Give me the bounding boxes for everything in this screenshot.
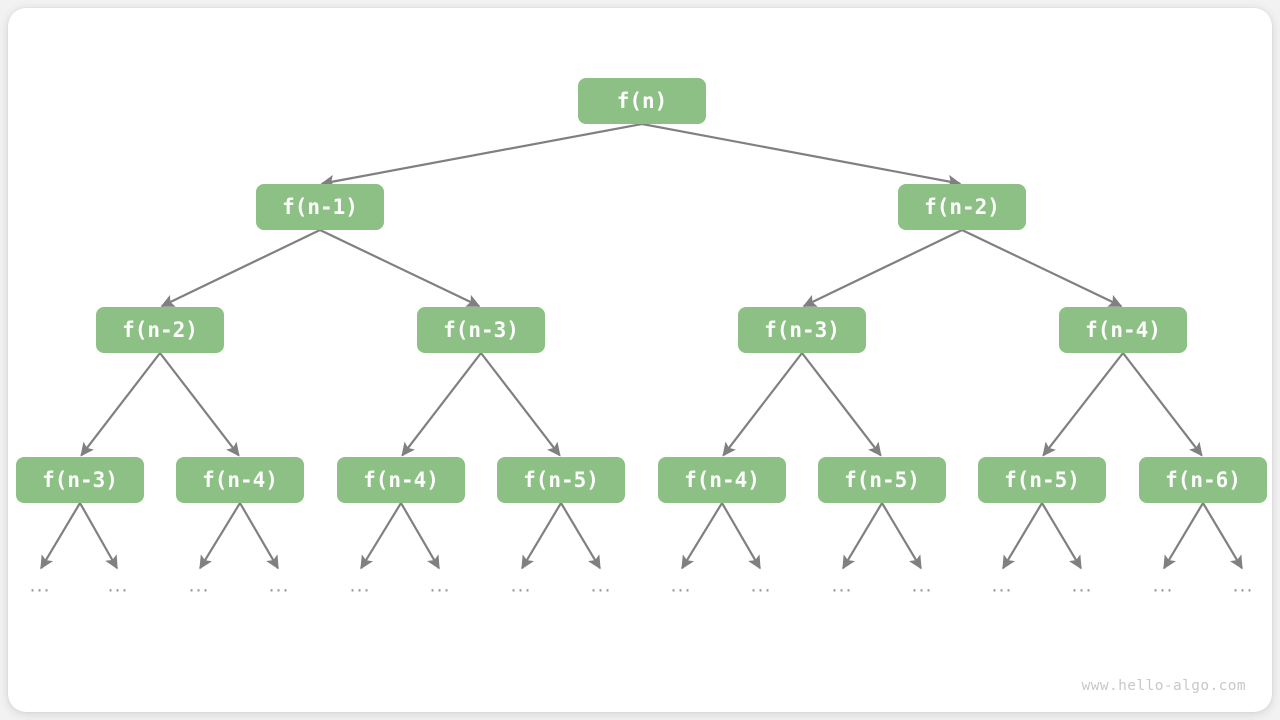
tree-node-box xyxy=(1139,457,1267,503)
tree-node-ellipsis: ... xyxy=(670,575,691,597)
tree-node-box xyxy=(337,457,465,503)
tree-node-ellipsis: ... xyxy=(188,575,209,597)
tree-edge xyxy=(560,502,601,570)
tree-edge xyxy=(801,352,882,457)
tree-node-box xyxy=(96,307,224,353)
tree-edge xyxy=(401,352,482,457)
tree-edge xyxy=(199,502,241,570)
tree-node[interactable]: f(n-4) xyxy=(1059,307,1187,353)
tree-edge xyxy=(641,122,962,188)
tree-edge xyxy=(1202,502,1243,570)
tree-node-label: f(n-6) xyxy=(1165,468,1241,492)
tree-edge xyxy=(1002,502,1043,570)
tree-node-ellipsis: ... xyxy=(268,575,289,597)
tree-edges xyxy=(40,122,1243,570)
tree-edge xyxy=(160,229,321,308)
tree-node[interactable]: f(n-3) xyxy=(417,307,545,353)
tree-node-box xyxy=(898,184,1026,230)
tree-node-ellipsis: ... xyxy=(590,575,611,597)
tree-node[interactable]: f(n-5) xyxy=(978,457,1106,503)
tree-node-label: f(n-4) xyxy=(1085,318,1161,342)
tree-node-ellipsis: ... xyxy=(911,575,932,597)
tree-edge xyxy=(1163,502,1204,570)
tree-edge xyxy=(722,352,803,457)
tree-node[interactable]: f(n-3) xyxy=(16,457,144,503)
tree-edge xyxy=(360,502,402,570)
tree-node-ellipsis: ... xyxy=(510,575,531,597)
tree-node[interactable]: f(n-4) xyxy=(337,457,465,503)
tree-node-ellipsis: ... xyxy=(1232,575,1253,597)
tree-node-box xyxy=(497,457,625,503)
tree-node-box xyxy=(978,457,1106,503)
tree-edge xyxy=(721,502,761,570)
tree-node-ellipsis: ... xyxy=(1152,575,1173,597)
tree-node-box xyxy=(818,457,946,503)
tree-node[interactable]: f(n-2) xyxy=(898,184,1026,230)
tree-node-ellipsis: ... xyxy=(107,575,128,597)
tree-node-box xyxy=(256,184,384,230)
tree-node-label: f(n-3) xyxy=(764,318,840,342)
tree-edge xyxy=(1042,352,1124,457)
tree-node-label: f(n-5) xyxy=(844,468,920,492)
tree-node-label: f(n-3) xyxy=(42,468,118,492)
tree-node-label: f(n-5) xyxy=(523,468,599,492)
tree-node[interactable]: f(n-4) xyxy=(176,457,304,503)
tree-edge xyxy=(1122,352,1203,457)
tree-node-box xyxy=(658,457,786,503)
tree-edge xyxy=(1041,502,1082,570)
tree-edge xyxy=(842,502,883,570)
tree-node[interactable]: f(n-2) xyxy=(96,307,224,353)
tree-node[interactable]: f(n) xyxy=(578,78,706,124)
tree-node-ellipsis: ... xyxy=(831,575,852,597)
watermark: www.hello-algo.com xyxy=(1082,678,1246,694)
tree-edge xyxy=(79,502,118,570)
tree-node-ellipsis: ... xyxy=(429,575,450,597)
tree-node-box xyxy=(1059,307,1187,353)
tree-edge xyxy=(159,352,240,457)
tree-node-label: f(n-5) xyxy=(1004,468,1080,492)
tree-edge xyxy=(521,502,562,570)
tree-node[interactable]: f(n-3) xyxy=(738,307,866,353)
tree-node-box xyxy=(417,307,545,353)
tree-node-label: f(n) xyxy=(617,89,668,113)
tree-nodes: f(n) f(n-1) f(n-2) f(n-2) f(n-3) f(n-3) f(n-4)… xyxy=(16,78,1267,597)
tree-node-ellipsis: ... xyxy=(29,575,50,597)
tree-edge xyxy=(961,229,1123,308)
tree-edge xyxy=(480,352,561,457)
tree-node-box xyxy=(16,457,144,503)
tree-node-ellipsis: ... xyxy=(349,575,370,597)
tree-edge xyxy=(80,352,161,457)
tree-edge xyxy=(319,229,481,308)
tree-node-box xyxy=(578,78,706,124)
tree-node-box xyxy=(176,457,304,503)
tree-edge xyxy=(400,502,440,570)
tree-node[interactable]: f(n-5) xyxy=(497,457,625,503)
tree-node-label: f(n-2) xyxy=(122,318,198,342)
tree-node-ellipsis: ... xyxy=(750,575,771,597)
tree-node-ellipsis: ... xyxy=(991,575,1012,597)
tree-node-label: f(n-4) xyxy=(363,468,439,492)
tree-node-box xyxy=(738,307,866,353)
tree-node-label: f(n-1) xyxy=(282,195,358,219)
tree-node[interactable]: f(n-4) xyxy=(658,457,786,503)
tree-edge xyxy=(681,502,723,570)
tree-node-label: f(n-2) xyxy=(924,195,1000,219)
tree-node-label: f(n-4) xyxy=(684,468,760,492)
tree-node[interactable]: f(n-5) xyxy=(818,457,946,503)
tree-edge xyxy=(881,502,922,570)
tree-edge xyxy=(802,229,963,308)
tree-node-ellipsis: ... xyxy=(1071,575,1092,597)
tree-edge xyxy=(40,502,81,570)
tree-edge xyxy=(320,122,643,188)
tree-edge xyxy=(239,502,279,570)
tree-node[interactable]: f(n-6) xyxy=(1139,457,1267,503)
tree-node-label: f(n-3) xyxy=(443,318,519,342)
tree-node[interactable]: f(n-1) xyxy=(256,184,384,230)
tree-node-label: f(n-4) xyxy=(202,468,278,492)
